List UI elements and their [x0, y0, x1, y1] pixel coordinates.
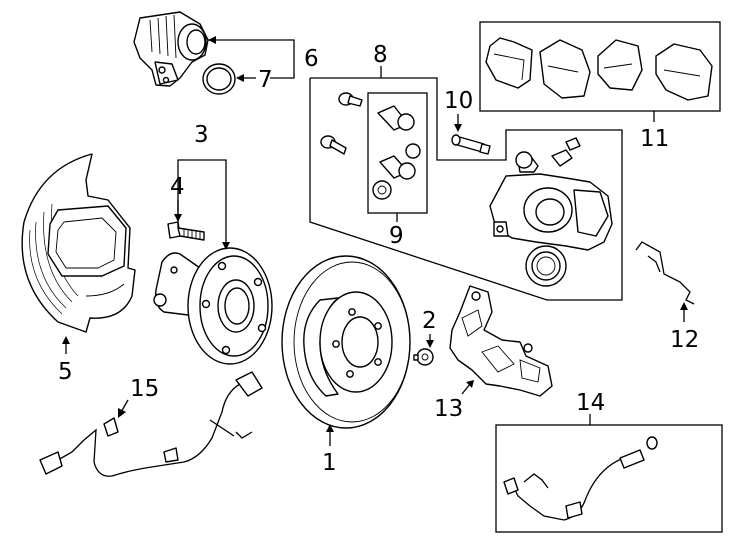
caliper-guide-pin — [451, 134, 491, 155]
callout-12: 12 — [670, 327, 699, 353]
splash-shield — [21, 153, 136, 333]
pad-spring-clip — [635, 241, 695, 305]
callout-3: 3 — [194, 122, 209, 148]
callout-10: 10 — [444, 88, 473, 114]
callout-7: 7 — [258, 67, 273, 93]
callout-1: 1 — [322, 450, 337, 476]
rotor-screw — [413, 348, 434, 366]
callout-2: 2 — [422, 308, 437, 334]
callout-11: 11 — [640, 126, 669, 152]
callout-8: 8 — [373, 42, 388, 68]
brake-pads — [485, 37, 713, 101]
brake-hose-box — [495, 424, 723, 533]
hub-bearing-assembly — [153, 247, 273, 365]
wheel-stud — [167, 221, 205, 241]
callout-4: 4 — [170, 174, 185, 200]
caliper-support-bracket — [449, 285, 553, 397]
callout-15: 15 — [130, 376, 159, 402]
parking-brake-motor — [133, 11, 209, 87]
callout-labels: 1 2 3 4 5 6 7 8 9 10 11 12 13 14 15 — [58, 42, 699, 476]
callout-9: 9 — [389, 223, 404, 249]
callout-14: 14 — [576, 390, 605, 416]
callout-6: 6 — [304, 46, 319, 72]
brake-pad-box — [479, 21, 721, 112]
callout-5: 5 — [58, 359, 73, 385]
brake-hose — [503, 436, 658, 521]
abs-wheel-speed-sensor — [39, 371, 263, 477]
caliper-bolts — [320, 92, 363, 155]
leader-lines — [62, 36, 688, 446]
callout-13: 13 — [434, 396, 463, 422]
caliper-assembly — [489, 137, 613, 287]
o-ring — [202, 63, 236, 95]
guide-pin-boot-kit — [372, 105, 421, 200]
brake-rotor — [281, 255, 411, 429]
caliper-kit-frame — [309, 77, 623, 301]
